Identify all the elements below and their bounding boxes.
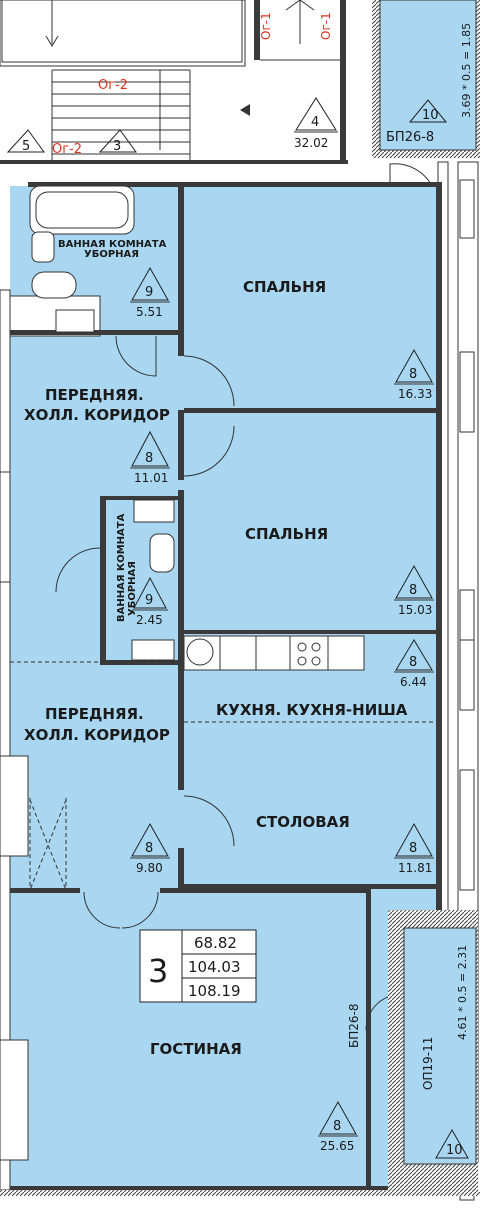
room-kitchen-area: 6.44 [400, 675, 427, 689]
room-bedroom-1-name: СПАЛЬНЯ [243, 278, 326, 296]
room-bathroom-2-name: ВАННАЯ КОМНАТА [116, 513, 127, 622]
small-bathroom-fixtures [131, 499, 175, 661]
balcony-bottom-door-label: БП26-8 [347, 1004, 361, 1049]
balcony-top: 10 БП26-8 3.69 * 0.5 = 1.85 [372, 0, 480, 158]
stair-label-og1-a: Ог-1 [259, 12, 273, 40]
room-bedroom-2-area: 15.03 [398, 603, 432, 617]
marker-4-label: 4 [311, 115, 319, 130]
balcony-top-window-label: БП26-8 [386, 130, 434, 145]
room-bedroom-1: СПАЛЬНЯ 8 16.33 [243, 278, 434, 401]
room-hallway-1-name: ПЕРЕДНЯЯ. [45, 386, 144, 404]
room-bathroom-1-marker: 9 [145, 285, 153, 300]
room-bathroom-1-area: 5.51 [136, 305, 163, 319]
apartment-area-total: 104.03 [188, 958, 241, 976]
kitchen-counter [183, 635, 365, 671]
marker-5-triangle [6, 129, 45, 153]
balcony-door-swing [389, 163, 433, 187]
room-living-marker: 8 [333, 1119, 341, 1134]
balcony-bottom-marker: 10 [446, 1143, 463, 1158]
stair-steps [51, 69, 191, 160]
room-bathroom-2-name2: УБОРНАЯ [127, 561, 138, 616]
apartment-rooms-count: 3 [148, 952, 168, 990]
stair-label-og2-a: Ог-2 [98, 78, 128, 93]
marker-5-label: 5 [22, 139, 30, 154]
room-bathroom-2: ВАННАЯ КОМНАТА УБОРНАЯ 9 2.45 [116, 513, 168, 627]
room-dining-name: СТОЛОВАЯ [256, 813, 350, 831]
room-bedroom-2-marker: 8 [409, 583, 417, 598]
room-bathroom-1-name: ВАННАЯ КОМНАТА [58, 239, 167, 250]
room-bathroom-2-area: 2.45 [136, 613, 163, 627]
room-bathroom-2-marker: 9 [145, 593, 153, 608]
room-hallway-2-area: 9.80 [136, 861, 163, 875]
room-bedroom-1-marker: 8 [409, 367, 417, 382]
stair-label-og2-b: Ог-2 [52, 142, 82, 157]
room-kitchen-name: КУХНЯ. КУХНЯ-НИША [216, 701, 408, 719]
marker-4-area: 32.02 [294, 136, 328, 150]
room-hallway-2: ПЕРЕДНЯЯ. ХОЛЛ. КОРИДОР 8 9.80 [24, 705, 170, 875]
stair-area: Ог-1 Ог-1 Ог-2 Ог-2 5 3 4 32.02 [0, 0, 348, 164]
room-bathroom-1: ВАННАЯ КОМНАТА УБОРНАЯ 9 5.51 [58, 239, 170, 319]
room-bedroom-2: СПАЛЬНЯ 8 15.03 [245, 525, 434, 617]
room-hallway-2-name2: ХОЛЛ. КОРИДОР [24, 726, 170, 744]
room-bathroom-1-name2: УБОРНАЯ [84, 249, 139, 260]
apartment-area-living: 68.82 [194, 934, 237, 952]
balcony-top-formula: 3.69 * 0.5 = 1.85 [460, 23, 473, 118]
room-dining-marker: 8 [409, 841, 417, 856]
interior-walls [10, 186, 438, 1192]
room-living-name: ГОСТИНАЯ [150, 1040, 242, 1058]
marker-3-triangle [98, 129, 137, 153]
room-bedroom-1-area: 16.33 [398, 387, 432, 401]
balcony-bottom-formula: 4.61 * 0.5 = 2.31 [456, 945, 469, 1040]
room-dining: СТОЛОВАЯ 8 11.81 [256, 813, 434, 875]
room-hallway-1-name2: ХОЛЛ. КОРИДОР [24, 406, 170, 424]
room-hallway-1: ПЕРЕДНЯЯ. ХОЛЛ. КОРИДОР 8 11.01 [24, 386, 170, 485]
apartment-summary: 3 68.82 104.03 108.19 [139, 929, 257, 1003]
balcony-top-marker: 10 [422, 108, 439, 123]
room-living-area: 25.65 [320, 1139, 354, 1153]
room-bedroom-2-name: СПАЛЬНЯ [245, 525, 328, 543]
balcony-bottom: 10 4.61 * 0.5 = 2.31 ОП19-11 [388, 910, 478, 1192]
room-living: ГОСТИНАЯ 8 25.65 [150, 1040, 358, 1153]
bathroom-fixtures [29, 185, 135, 333]
stair-label-og1-b: Ог-1 [319, 12, 333, 40]
room-hallway-1-area: 11.01 [134, 471, 168, 485]
marker-3-label: 3 [113, 139, 121, 154]
room-hallway-1-marker: 8 [145, 451, 153, 466]
marker-4-triangle [295, 97, 337, 131]
room-kitchen: КУХНЯ. КУХНЯ-НИША 8 6.44 [216, 639, 434, 719]
room-kitchen-marker: 8 [409, 655, 417, 670]
room-hallway-2-marker: 8 [145, 841, 153, 856]
apartment-area-with-balcony: 108.19 [188, 982, 241, 1000]
room-hallway-2-name: ПЕРЕДНЯЯ. [45, 705, 144, 723]
balcony-bottom-window-label: ОП19-11 [421, 1037, 435, 1090]
room-dining-area: 11.81 [398, 861, 432, 875]
